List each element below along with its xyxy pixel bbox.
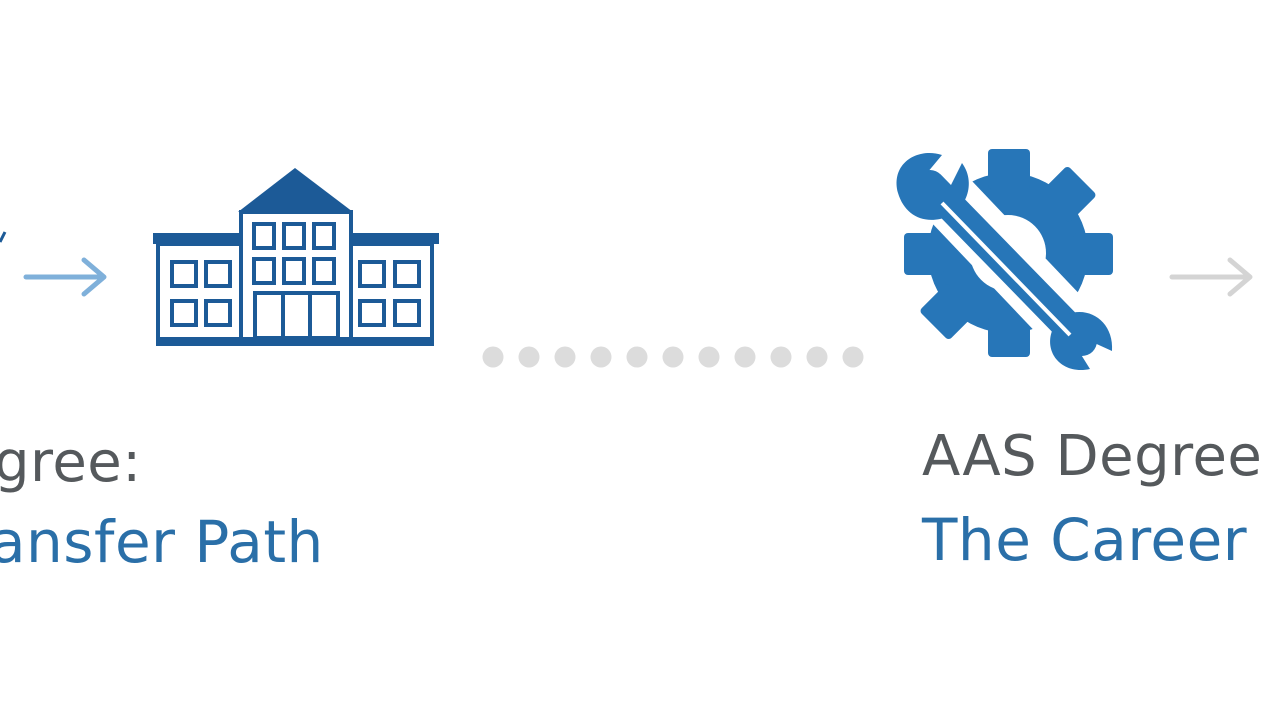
connector-dot [770,346,792,368]
right-label-line1: AAS Degree [922,424,1263,489]
connector-dot [662,346,684,368]
connector-dot [626,346,648,368]
dotted-connector [482,346,864,368]
arrow-right-icon [23,257,107,297]
connector-dot [698,346,720,368]
connector-dot [554,346,576,368]
edge-mark [0,231,7,243]
arrow-right-icon [1169,257,1253,297]
gear-wrench-icon [896,149,1113,371]
left-label-line1: gree: [0,430,142,495]
connector-dot [842,346,864,368]
connector-dot [590,346,612,368]
connector-dot [482,346,504,368]
right-label-line2: The Career [922,506,1248,574]
school-building-icon [153,168,439,346]
connector-dot [518,346,540,368]
left-label-line2: ansfer Path [0,508,324,576]
connector-dot [734,346,756,368]
connector-dot [806,346,828,368]
